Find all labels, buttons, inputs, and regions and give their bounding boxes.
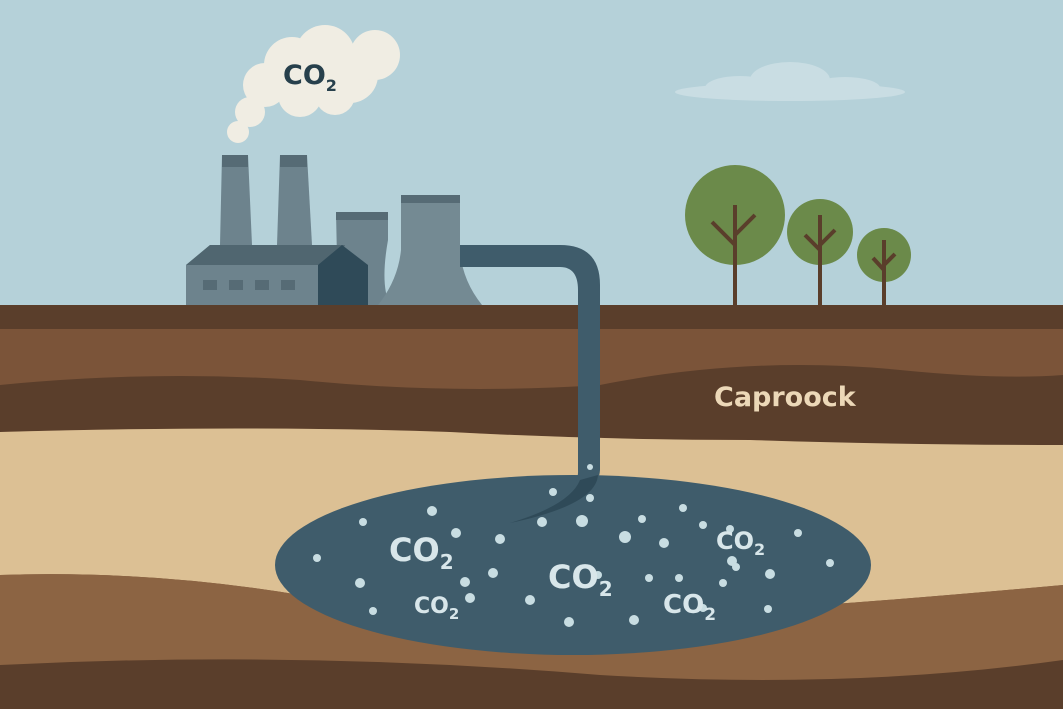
reservoir-labels: CO2 CO2 CO2 CO2 CO2 xyxy=(389,527,765,625)
co2-bubble xyxy=(732,563,740,571)
co2-bubble xyxy=(726,525,734,533)
reservoir-co2-label: CO2 xyxy=(663,590,716,625)
co2-bubble xyxy=(587,464,593,470)
co2-bubble xyxy=(826,559,834,567)
co2-bubble xyxy=(313,554,321,562)
co2-bubble xyxy=(460,577,470,587)
co2-bubble xyxy=(699,604,707,612)
co2-bubble xyxy=(427,506,437,516)
co2-bubble xyxy=(629,615,639,625)
reservoir-co2-label: CO2 xyxy=(389,531,454,574)
co2-bubble xyxy=(576,515,588,527)
caprock-layer xyxy=(0,365,1063,450)
sky-cloud xyxy=(675,62,905,101)
co2-bubble xyxy=(764,605,772,613)
factory xyxy=(186,155,482,305)
co2-bubble xyxy=(537,517,547,527)
co2-bubble xyxy=(369,607,377,615)
co2-bubble xyxy=(451,528,461,538)
reservoir-co2-label: CO2 xyxy=(548,558,613,601)
co2-bubble xyxy=(564,617,574,627)
co2-bubble xyxy=(719,579,727,587)
co2-bubble xyxy=(765,569,775,579)
co2-bubbles xyxy=(313,464,834,627)
injection-pipe xyxy=(460,245,600,523)
co2-reservoir xyxy=(275,475,871,655)
co2-bubble xyxy=(594,571,602,579)
co2-bubble xyxy=(355,578,365,588)
co2-bubble xyxy=(645,574,653,582)
smoke-cloud xyxy=(227,25,400,143)
co2-bubble xyxy=(465,593,475,603)
caprock-label: Caproock xyxy=(714,382,857,413)
trees xyxy=(685,165,911,305)
co2-bubble xyxy=(699,521,707,529)
emission-co2-label: CO2 xyxy=(283,60,337,95)
co2-bubble xyxy=(586,494,594,502)
co2-bubble xyxy=(794,529,802,537)
co2-bubble xyxy=(679,504,687,512)
co2-bubble xyxy=(638,515,646,523)
co2-bubble xyxy=(495,534,505,544)
co2-bubble xyxy=(525,595,535,605)
co2-bubble xyxy=(488,568,498,578)
reservoir-co2-label: CO2 xyxy=(716,527,765,559)
co2-bubble xyxy=(675,574,683,582)
reservoir-co2-label: CO2 xyxy=(414,594,459,623)
co2-bubble xyxy=(549,488,557,496)
co2-bubble xyxy=(659,538,669,548)
co2-bubble xyxy=(359,518,367,526)
co2-bubble xyxy=(619,531,631,543)
